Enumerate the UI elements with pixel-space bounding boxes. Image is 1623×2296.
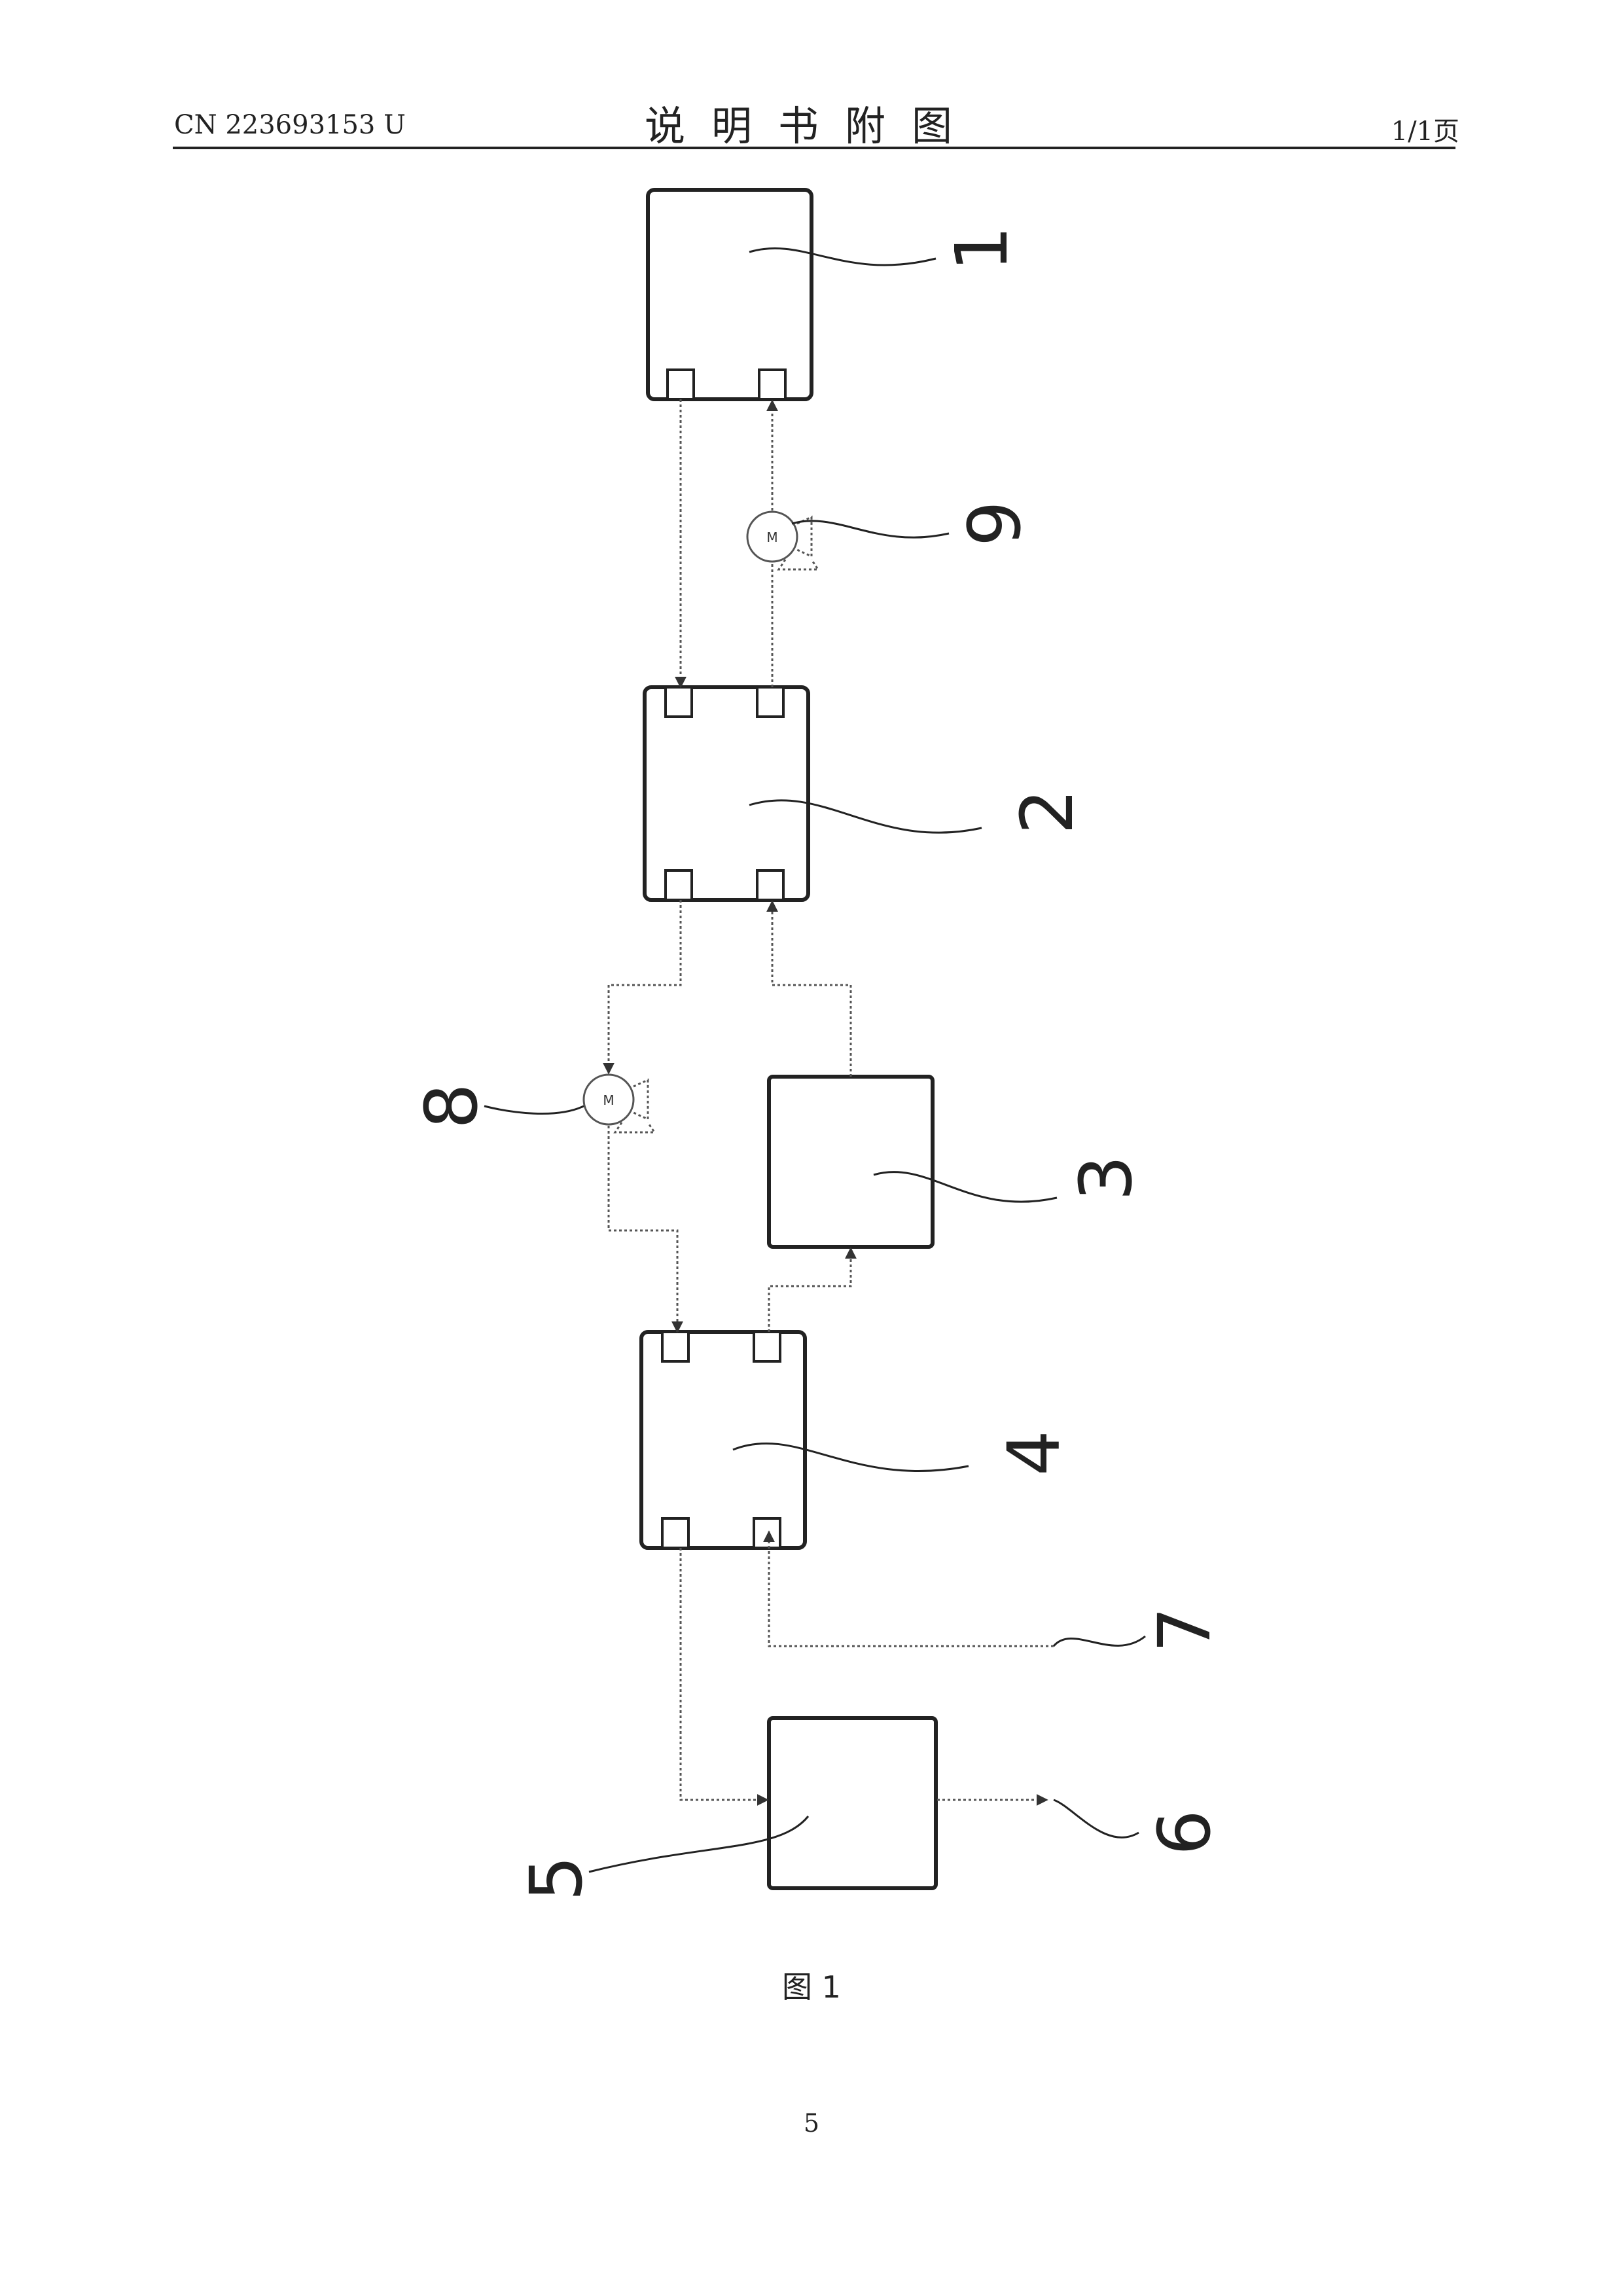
unit-3 bbox=[769, 1077, 933, 1247]
unit-4 bbox=[641, 1332, 805, 1548]
pipe-feed-7-to-4 bbox=[769, 1532, 1054, 1646]
unit-1 bbox=[648, 190, 812, 399]
ref-numeral-1: 1 bbox=[940, 226, 1024, 272]
leader-7 bbox=[1054, 1636, 1145, 1646]
unit-2-top-right-port bbox=[757, 687, 783, 717]
ref-numeral-8: 8 bbox=[410, 1083, 493, 1129]
pipe-3-to-2 bbox=[772, 901, 851, 1077]
leader-8 bbox=[484, 1106, 584, 1114]
page-number: 5 bbox=[0, 2109, 1623, 2138]
pipe-4-to-3 bbox=[769, 1248, 851, 1332]
unit-1-outlet-port bbox=[668, 370, 694, 399]
ref-numeral-4: 4 bbox=[992, 1430, 1076, 1476]
pump-8-base bbox=[615, 1122, 654, 1132]
ref-numeral-7: 7 bbox=[1143, 1607, 1226, 1653]
unit-2-bottom-left-port bbox=[666, 870, 692, 900]
unit-4-top-left-port bbox=[662, 1332, 688, 1361]
unit-2-bottom-right-port bbox=[757, 870, 783, 900]
unit-2-top-left-port bbox=[666, 687, 692, 717]
pump-9-base bbox=[779, 560, 818, 569]
unit-5 bbox=[769, 1718, 936, 1888]
unit-2 bbox=[645, 687, 808, 900]
pipe-4-to-5 bbox=[681, 1548, 768, 1800]
pump-9-outlet bbox=[797, 517, 812, 556]
unit-1-inlet-port bbox=[759, 370, 785, 399]
pipe-pump-8-to-4 bbox=[609, 1126, 677, 1332]
unit-4-bottom-right-port bbox=[754, 1518, 780, 1548]
ref-numeral-3: 3 bbox=[1064, 1155, 1148, 1201]
unit-4-top-right-port bbox=[754, 1332, 780, 1361]
ref-numeral-6: 6 bbox=[1143, 1810, 1226, 1856]
leader-9 bbox=[792, 521, 949, 537]
ref-numeral-9: 9 bbox=[953, 501, 1037, 547]
ref-numeral-2: 2 bbox=[1005, 789, 1089, 834]
pipe-2-to-pump-8 bbox=[609, 900, 681, 1073]
ref-numeral-5: 5 bbox=[514, 1856, 598, 1901]
pump-8-symbol: M bbox=[603, 1092, 614, 1108]
pump-8-outlet bbox=[633, 1080, 648, 1119]
leader-6 bbox=[1054, 1800, 1139, 1837]
figure-caption: 图 1 bbox=[0, 1964, 1623, 2007]
pump-9-symbol: M bbox=[766, 529, 777, 545]
unit-4-bottom-left-port bbox=[662, 1518, 688, 1548]
pump-8: M bbox=[584, 1075, 654, 1132]
